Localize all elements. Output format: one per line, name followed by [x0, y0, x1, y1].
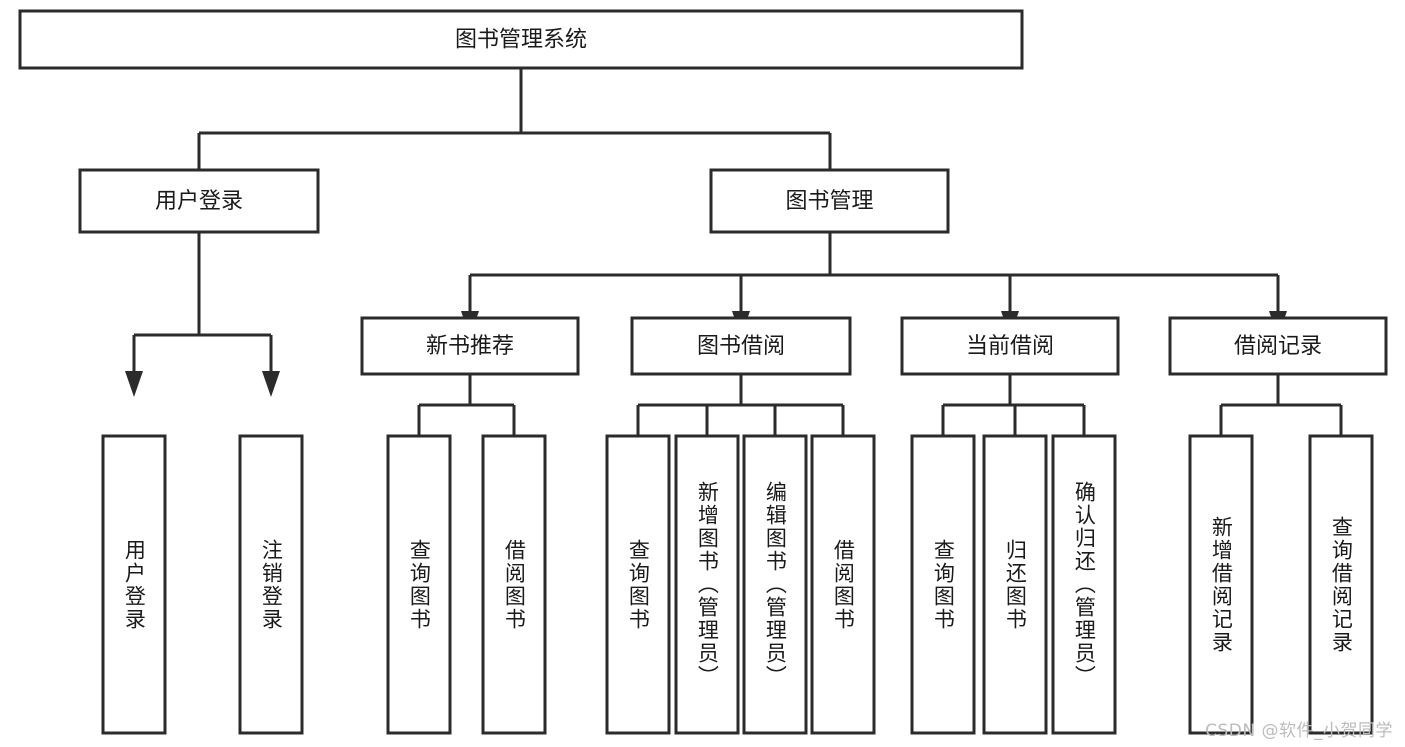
- node-rect[interactable]: [630, 316, 852, 376]
- node-rect[interactable]: [1051, 434, 1117, 735]
- node-rect[interactable]: [78, 168, 320, 234]
- connector-bookmgmt-to-level2: [461, 232, 1287, 337]
- node-label: 图书管理: [785, 189, 873, 214]
- watermark: CSDN @软件_小贺同学: [1205, 721, 1393, 741]
- node-rect[interactable]: [386, 434, 452, 735]
- arrow-head-icon: [262, 371, 280, 397]
- node-rect[interactable]: [481, 434, 547, 735]
- level2-node-图书借阅[interactable]: 图书借阅: [630, 316, 852, 376]
- node-label: 新书推荐: [426, 334, 514, 359]
- leaf-node-查询图书-8[interactable]: [910, 434, 976, 735]
- level1-node-图书管理[interactable]: 图书管理: [709, 168, 950, 234]
- node-rect[interactable]: [360, 316, 580, 376]
- level2-node-当前借阅[interactable]: 当前借阅: [900, 316, 1120, 376]
- node-rect[interactable]: [910, 434, 976, 735]
- leaf-node-新增图书管理员-5[interactable]: [674, 434, 740, 735]
- level2-node-借阅记录[interactable]: 借阅记录: [1168, 316, 1388, 376]
- leaf-node-确认归还管理员-10[interactable]: [1051, 434, 1117, 735]
- node-rect[interactable]: [1308, 434, 1374, 735]
- level1-node-用户登录[interactable]: 用户登录: [78, 168, 320, 234]
- node-rect[interactable]: [18, 9, 1024, 70]
- node-label: 当前借阅: [966, 334, 1054, 359]
- leaf-node-注销登录-1[interactable]: [238, 434, 304, 735]
- node-rect[interactable]: [101, 434, 167, 735]
- leaf-node-归还图书-9[interactable]: [982, 434, 1048, 735]
- node-rect[interactable]: [742, 434, 808, 735]
- leaf-node-查询图书-4[interactable]: [605, 434, 671, 735]
- leaf-node-编辑图书管理员-6[interactable]: [742, 434, 808, 735]
- node-label: 图书管理系统: [455, 28, 587, 53]
- root-node-图书管理系统[interactable]: 图书管理系统: [18, 9, 1024, 70]
- node-rect[interactable]: [674, 434, 740, 735]
- node-label: 用户登录: [155, 189, 243, 214]
- node-label: 借阅记录: [1234, 334, 1322, 359]
- connector-userlogin-to-leaves: [125, 232, 280, 397]
- node-rect[interactable]: [238, 434, 304, 735]
- node-rect[interactable]: [709, 168, 950, 234]
- node-label: 图书借阅: [697, 334, 785, 359]
- leaf-node-查询图书-2[interactable]: [386, 434, 452, 735]
- arrow-head-icon: [125, 371, 143, 397]
- node-rect[interactable]: [1168, 316, 1388, 376]
- leaf-node-借阅图书-7[interactable]: [810, 434, 876, 735]
- node-rect[interactable]: [605, 434, 671, 735]
- leaf-node-用户登录-0[interactable]: [101, 434, 167, 735]
- node-rect[interactable]: [1188, 434, 1254, 735]
- leaf-node-借阅图书-3[interactable]: [481, 434, 547, 735]
- node-rect[interactable]: [900, 316, 1120, 376]
- leaf-node-新增借阅记录-11[interactable]: [1188, 434, 1254, 735]
- level2-node-新书推荐[interactable]: 新书推荐: [360, 316, 580, 376]
- leaf-node-查询借阅记录-12[interactable]: [1308, 434, 1374, 735]
- node-rect[interactable]: [982, 434, 1048, 735]
- node-rect[interactable]: [810, 434, 876, 735]
